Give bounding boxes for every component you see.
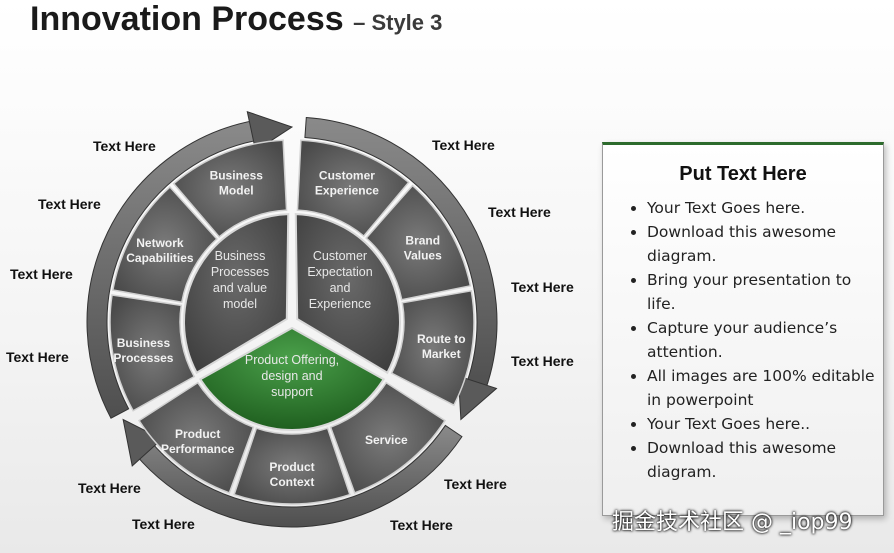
bullet-item: Your Text Goes here.. bbox=[647, 412, 883, 436]
segment bbox=[390, 289, 475, 407]
segment bbox=[329, 381, 447, 494]
outer-label: Text Here bbox=[78, 480, 141, 496]
outer-label: Text Here bbox=[488, 204, 551, 220]
panel-title: Put Text Here bbox=[679, 163, 807, 185]
page-title: Innovation Process – Style 3 bbox=[30, 0, 442, 39]
outer-label: Text Here bbox=[511, 279, 574, 295]
outer-label: Text Here bbox=[432, 137, 495, 153]
bullet-item: Your Text Goes here. bbox=[647, 196, 883, 220]
bullet-item: Download this awesome diagram. bbox=[647, 220, 883, 268]
core-green-section bbox=[199, 326, 385, 431]
watermark: 掘金技术社区 @ _iop99 bbox=[612, 510, 853, 535]
title-main: Innovation Process bbox=[30, 0, 344, 38]
outer-label: Text Here bbox=[10, 266, 73, 282]
outer-label: Text Here bbox=[93, 138, 156, 154]
segment bbox=[365, 184, 472, 301]
segment bbox=[137, 381, 255, 494]
outer-label: Text Here bbox=[444, 476, 507, 492]
segment bbox=[111, 185, 218, 304]
core-section bbox=[294, 213, 401, 375]
bullet-item: All images are 100% editable in powerpoi… bbox=[647, 364, 883, 412]
outer-label: Text Here bbox=[511, 353, 574, 369]
bullet-item: Download this awesome diagram. bbox=[647, 436, 883, 484]
segment bbox=[296, 139, 410, 238]
title-sub: – Style 3 bbox=[353, 10, 443, 35]
bullet-item: Bring your presentation to life. bbox=[647, 268, 883, 316]
segment bbox=[233, 427, 351, 505]
segment bbox=[172, 139, 288, 238]
outer-label: Text Here bbox=[390, 517, 453, 533]
segment bbox=[109, 294, 196, 412]
outer-label: Text Here bbox=[38, 196, 101, 212]
bullet-list: Your Text Goes here. Download this aweso… bbox=[603, 196, 883, 484]
outer-label: Text Here bbox=[132, 516, 195, 532]
bullet-item: Capture your audience’s attention. bbox=[647, 316, 883, 364]
cycle-arrow-head bbox=[122, 418, 163, 467]
cycle-arrow-head bbox=[457, 375, 498, 421]
outer-label: Text Here bbox=[6, 349, 69, 365]
core-section bbox=[183, 213, 290, 375]
text-panel: Put Text Here Your Text Goes here. Downl… bbox=[602, 142, 884, 516]
cycle-arrow-head bbox=[246, 110, 294, 152]
segment-label: Service bbox=[365, 433, 408, 447]
